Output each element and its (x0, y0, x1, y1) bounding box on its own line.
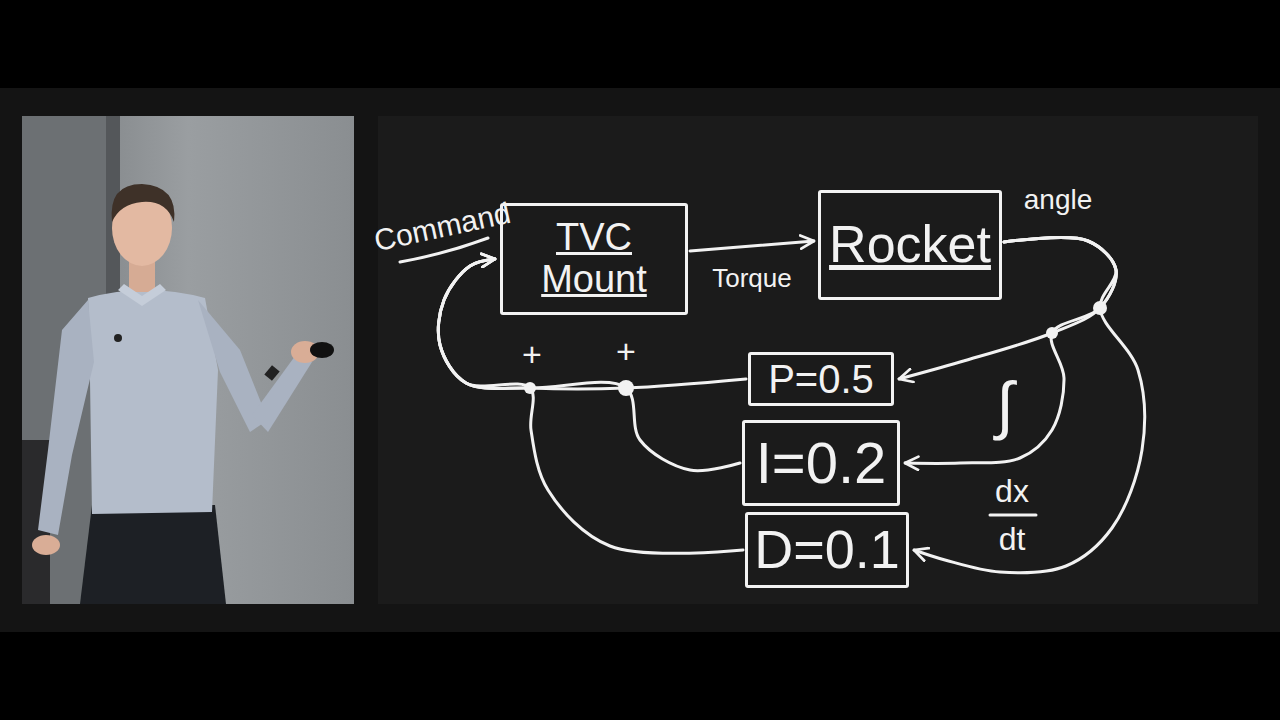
left-hand (32, 535, 60, 555)
derivative-symbol: dt (999, 522, 1026, 557)
signal-label: angle (1024, 185, 1093, 216)
hair (112, 184, 175, 222)
connector (914, 238, 1145, 573)
video-frame (0, 88, 1280, 632)
connector (690, 241, 814, 251)
derivative-symbol: dx (995, 474, 1029, 509)
chalkboard (378, 116, 1258, 604)
right-forearm (252, 352, 312, 432)
edge-label: Torque (712, 264, 792, 293)
wall (22, 116, 354, 604)
sum-sign: + (522, 336, 542, 373)
shirt (88, 290, 218, 514)
left-arm (38, 300, 94, 535)
fraction-bar (990, 514, 1036, 517)
node-label: TVC Mount (503, 217, 685, 301)
signal-label: Command (371, 195, 513, 256)
node-label: P=0.5 (768, 357, 874, 401)
node-label: I=0.2 (756, 431, 887, 495)
presenter-photo (22, 116, 354, 604)
collar (118, 284, 166, 306)
node-label: D=0.1 (754, 520, 900, 579)
gain-box: D=0.1 (745, 512, 909, 588)
gain-box: P=0.5 (748, 352, 894, 406)
process-box: TVC Mount (500, 203, 688, 315)
trousers (80, 505, 226, 604)
plant-box: Rocket (818, 190, 1002, 300)
connector (438, 259, 743, 553)
microphone (114, 334, 122, 342)
integral-symbol: ∫ (996, 370, 1014, 440)
watch (264, 365, 279, 381)
node-label: Rocket (829, 216, 991, 273)
gain-box: I=0.2 (742, 420, 900, 506)
sum-sign: + (616, 333, 636, 370)
clicker (310, 342, 334, 358)
